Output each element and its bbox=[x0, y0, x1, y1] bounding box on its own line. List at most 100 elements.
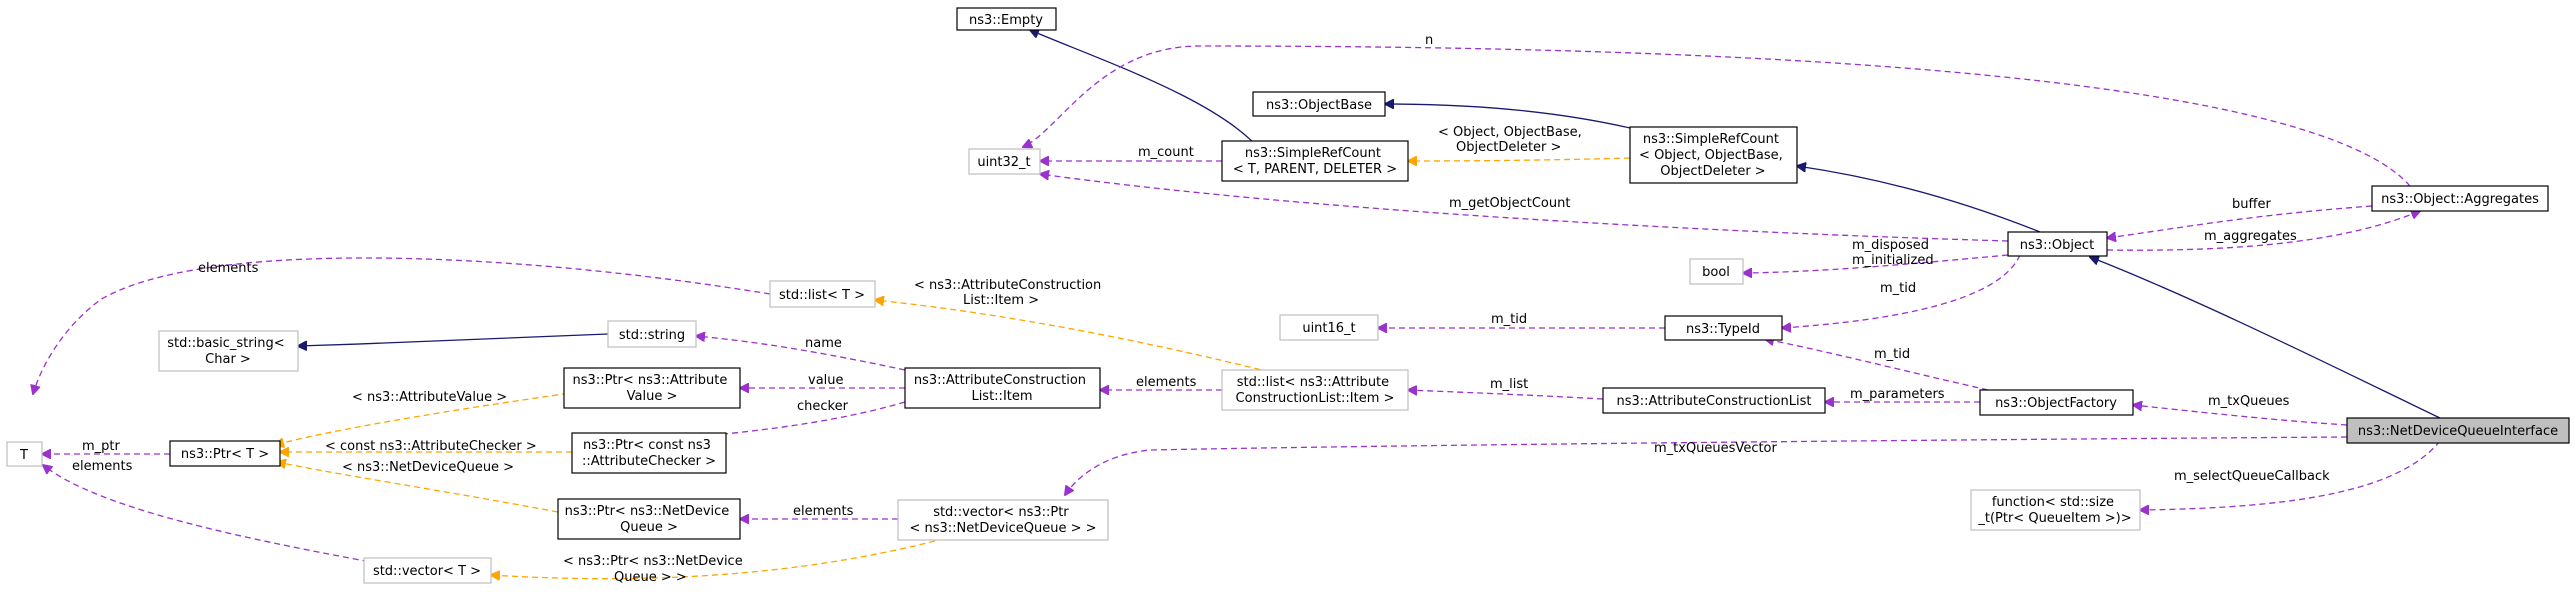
node-function-size-t[interactable]: function< std::size _t(Ptr< QueueItem >)… bbox=[1970, 489, 2141, 531]
node-vector-ptr-netdevicequeue[interactable]: std::vector< ns3::Ptr < ns3::NetDeviceQu… bbox=[897, 499, 1109, 541]
svg-text:ns3::Object: ns3::Object bbox=[2020, 238, 2094, 253]
svg-text:std::vector< ns3::Ptr <: std::vector< ns3::Ptr < ns3::NetDeviceQu… bbox=[909, 505, 1096, 536]
node-t[interactable]: T bbox=[6, 441, 43, 467]
edge-label-m-ptr: m_ptr bbox=[82, 439, 121, 454]
edge-objectfactory-to-typeid-m-tid: m_tid bbox=[1765, 339, 1989, 391]
svg-text:uint16_t: uint16_t bbox=[1302, 321, 1355, 336]
edge-ptr-ndq-to-ptrt: < ns3::NetDeviceQueue > bbox=[277, 460, 559, 513]
svg-text:ns3::Empty: ns3::Empty bbox=[969, 13, 1043, 28]
edge-item-to-ptr-attributevalue-value: value bbox=[740, 373, 905, 388]
node-ns3-typeid[interactable]: ns3::TypeId bbox=[1664, 315, 1783, 341]
edge-typeid-to-uint16-m-tid: m_tid bbox=[1378, 312, 1665, 328]
edge-label-m-txqueuesvector: m_txQueuesVector bbox=[1654, 441, 1778, 456]
svg-text:ns3::ObjectFactory: ns3::ObjectFactory bbox=[1995, 396, 2117, 411]
edge-label-m-aggregates: m_aggregates bbox=[2204, 229, 2297, 244]
edge-label-elements-vector: elements bbox=[72, 459, 133, 474]
svg-text:ns3::NetDeviceQueueInterface: ns3::NetDeviceQueueInterface bbox=[2358, 424, 2558, 439]
edge-ndqi-to-objectfactory-m-txqueues: m_txQueues bbox=[2133, 394, 2348, 426]
edge-vectort-to-t-elements: elements bbox=[43, 459, 399, 568]
edge-ndqi-to-vector-m-txqueuesvector: m_txQueuesVector bbox=[1065, 436, 2348, 495]
edge-simplerefcount-object-to-objectbase bbox=[1385, 104, 1631, 129]
edge-label-m-disposed-initialized: m_disposed m_initialized bbox=[1852, 238, 1934, 268]
svg-text:uint32_t: uint32_t bbox=[977, 155, 1030, 170]
edge-object-to-uint32-m-getobjectcount: m_getObjectCount bbox=[1040, 174, 2009, 242]
edge-object-to-aggregates-m-aggregates: m_aggregates bbox=[2106, 211, 2420, 251]
node-std-list-t[interactable]: std::list< T > bbox=[769, 280, 876, 308]
svg-text:std::string: std::string bbox=[619, 328, 685, 343]
edge-listitem-to-listt: < ns3::AttributeConstruction List::Item … bbox=[875, 278, 1271, 373]
edge-aggregates-to-uint32-n: n bbox=[1023, 33, 2411, 187]
node-bool[interactable]: bool bbox=[1689, 258, 1744, 285]
node-std-basic-string[interactable]: std::basic_string< Char > bbox=[158, 330, 299, 372]
svg-text:T: T bbox=[19, 448, 28, 463]
edge-attrlist-to-listitem-m-list: m_list bbox=[1408, 377, 1604, 400]
svg-text:ns3::Ptr< T >: ns3::Ptr< T > bbox=[181, 447, 269, 462]
svg-text:ns3::AttributeConstruction: ns3::AttributeConstruction List::Item bbox=[914, 373, 1090, 404]
edge-label-elements-ndq: elements bbox=[793, 504, 854, 519]
edge-objectfactory-to-attrlist-m-parameters: m_parameters bbox=[1825, 387, 1980, 402]
node-ns3-objectbase[interactable]: ns3::ObjectBase bbox=[1252, 91, 1386, 117]
edge-label-vector-template: < ns3::Ptr< ns3::NetDevice Queue > > bbox=[563, 554, 747, 585]
edge-netdevicequeueinterface-to-object bbox=[2090, 257, 2441, 419]
svg-text:std::list< T >: std::list< T > bbox=[779, 288, 865, 303]
svg-text:ns3::SimpleRefCount < T,: ns3::SimpleRefCount < T, PARENT, DELETER… bbox=[1233, 146, 1397, 177]
edge-label-ndq-template: < ns3::NetDeviceQueue > bbox=[342, 460, 514, 475]
edge-label-attr-item-template: < ns3::AttributeConstruction List::Item … bbox=[914, 278, 1105, 308]
node-ns3-empty[interactable]: ns3::Empty bbox=[956, 7, 1057, 31]
svg-text:ns3::AttributeConstructionList: ns3::AttributeConstructionList bbox=[1617, 394, 1812, 409]
edge-simplerefcount-to-uint32-m-count: m_count bbox=[1040, 145, 1222, 161]
node-std-list-attributeconstructionlist-item[interactable]: std::list< ns3::Attribute ConstructionLi… bbox=[1221, 369, 1409, 411]
svg-text:function< std::size _t(P: function< std::size _t(Ptr< QueueItem >)… bbox=[1977, 495, 2131, 526]
edge-vector-to-vectort: < ns3::Ptr< ns3::NetDevice Queue > > bbox=[491, 540, 936, 585]
node-ns3-netdevicequeueinterface[interactable]: ns3::NetDeviceQueueInterface bbox=[2346, 417, 2570, 444]
edge-ndqi-to-function-m-selectqueuecallback: m_selectQueueCallback bbox=[2140, 440, 2441, 510]
edge-label-checker: checker bbox=[797, 399, 849, 414]
edge-object-to-simplerefcount bbox=[1797, 166, 2041, 233]
node-std-string[interactable]: std::string bbox=[607, 320, 697, 348]
svg-text:ns3::SimpleRefCount < Ob: ns3::SimpleRefCount < Object, ObjectBase… bbox=[1639, 132, 1787, 179]
svg-text:ns3::Ptr< ns3::Attribute: ns3::Ptr< ns3::Attribute Value > bbox=[573, 373, 732, 404]
node-ns3-object-aggregates[interactable]: ns3::Object::Aggregates bbox=[2371, 185, 2549, 212]
node-uint16-t[interactable]: uint16_t bbox=[1279, 314, 1379, 341]
node-ns3-object[interactable]: ns3::Object bbox=[2007, 231, 2108, 257]
node-ptr-const-attributechecker[interactable]: ns3::Ptr< const ns3 ::AttributeChecker > bbox=[571, 432, 727, 474]
edge-label-m-tid-factory: m_tid bbox=[1874, 347, 1910, 362]
edge-label-m-tid-object: m_tid bbox=[1880, 281, 1916, 296]
edge-label-elements-list: elements bbox=[198, 261, 259, 276]
edge-label-m-parameters: m_parameters bbox=[1850, 387, 1945, 402]
svg-text:std::vector< T >: std::vector< T > bbox=[373, 564, 481, 579]
node-attributeconstructionlist-item[interactable]: ns3::AttributeConstruction List::Item bbox=[904, 367, 1101, 409]
svg-text:ns3::Ptr< ns3::NetDevice: ns3::Ptr< ns3::NetDevice Queue > bbox=[565, 504, 734, 535]
node-simplerefcount-object[interactable]: ns3::SimpleRefCount < Object, ObjectBase… bbox=[1629, 126, 1798, 184]
edge-listitem-to-item-elements: elements bbox=[1100, 375, 1222, 390]
node-ns3-objectfactory[interactable]: ns3::ObjectFactory bbox=[1979, 389, 2134, 416]
edge-simplerefcount-object-to-template: < Object, ObjectBase, ObjectDeleter > bbox=[1408, 125, 1631, 161]
edge-label-name: name bbox=[805, 336, 842, 351]
edge-vector-to-ptr-ndq-elements: elements bbox=[740, 504, 898, 519]
edge-label-m-count: m_count bbox=[1138, 145, 1194, 160]
edge-ptr-attributevalue-to-ptrt: < ns3::AttributeValue > bbox=[275, 390, 579, 445]
edge-object-to-typeid-m-tid: m_tid bbox=[1782, 254, 2021, 328]
node-uint32-t[interactable]: uint32_t bbox=[968, 148, 1041, 175]
node-ptr-netdevicequeue[interactable]: ns3::Ptr< ns3::NetDevice Queue > bbox=[557, 498, 741, 540]
edge-label-m-tid-uint16: m_tid bbox=[1491, 312, 1527, 327]
edge-simplerefcount-to-empty bbox=[1030, 30, 1263, 153]
node-ns3-ptr-t[interactable]: ns3::Ptr< T > bbox=[169, 440, 281, 467]
svg-text:std::list< ns3::Attribute: std::list< ns3::Attribute ConstructionLi… bbox=[1236, 375, 1395, 406]
svg-text:bool: bool bbox=[1702, 265, 1730, 280]
edge-label-elements-item: elements bbox=[1136, 375, 1197, 390]
node-std-vector-t[interactable]: std::vector< T > bbox=[363, 557, 492, 584]
svg-text:ns3::ObjectBase: ns3::ObjectBase bbox=[1266, 98, 1372, 113]
svg-text:ns3::Object::Aggregates: ns3::Object::Aggregates bbox=[2381, 192, 2539, 207]
edge-string-to-basicstring bbox=[298, 333, 609, 346]
node-ptr-attributevalue[interactable]: ns3::Ptr< ns3::Attribute Value > bbox=[563, 367, 741, 409]
edge-label-buffer: buffer bbox=[2232, 197, 2271, 212]
edge-label-value: value bbox=[808, 373, 844, 388]
node-ns3-attributeconstructionlist[interactable]: ns3::AttributeConstructionList bbox=[1602, 387, 1826, 414]
edge-label-n: n bbox=[1425, 33, 1433, 48]
edge-label-m-txqueues: m_txQueues bbox=[2208, 394, 2290, 409]
edge-ptrt-to-t-m-ptr: m_ptr bbox=[42, 439, 170, 454]
edge-label-m-getobjectcount: m_getObjectCount bbox=[1449, 196, 1570, 211]
node-simplerefcount-template[interactable]: ns3::SimpleRefCount < T, PARENT, DELETER… bbox=[1221, 140, 1409, 182]
svg-text:ns3::Ptr< const ns3 ::At: ns3::Ptr< const ns3 ::AttributeChecker > bbox=[582, 438, 716, 469]
